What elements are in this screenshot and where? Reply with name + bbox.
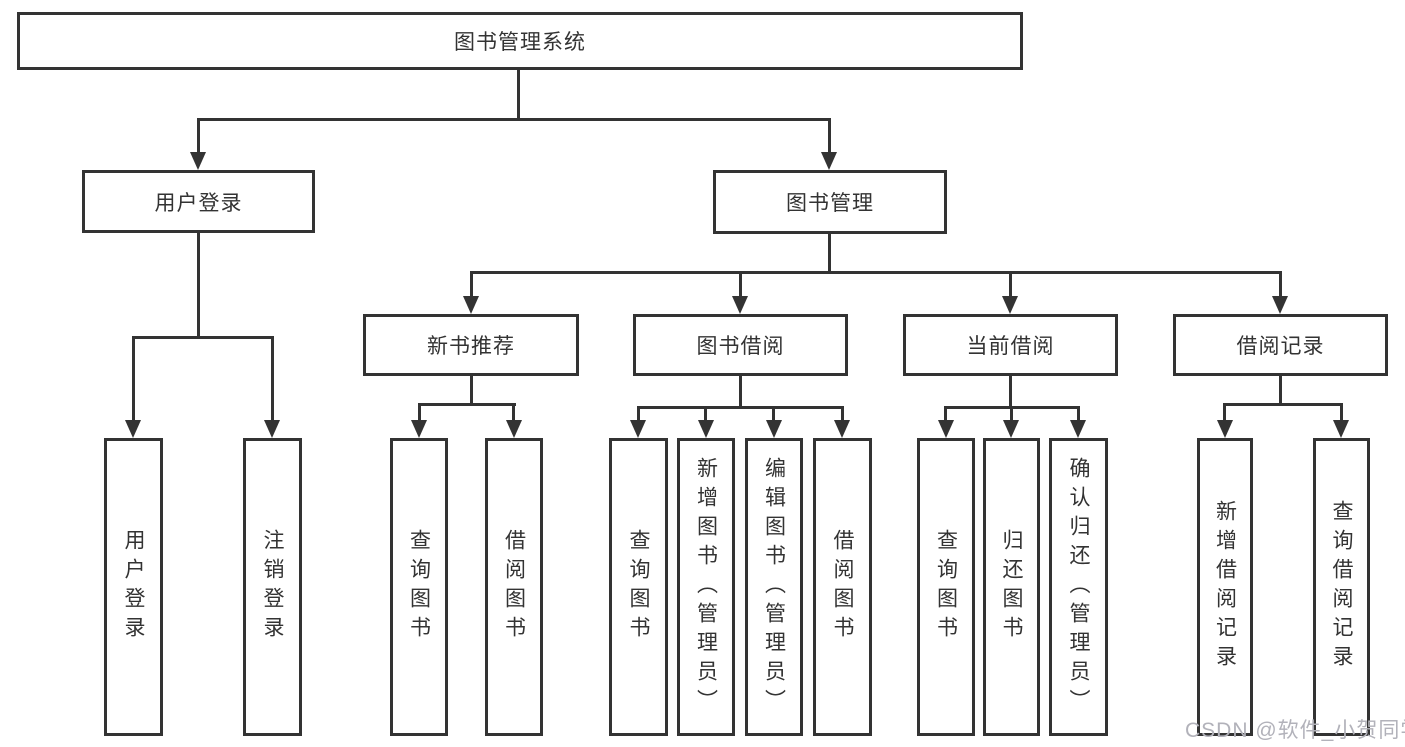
node-current-borrow-label: 当前借阅 bbox=[966, 335, 1055, 358]
arrow-book-mgmt bbox=[821, 152, 837, 170]
connector-user-login-stem bbox=[197, 233, 200, 336]
node-user-login-label: 用户登录 bbox=[154, 191, 243, 215]
connector-drop-leaf-logout bbox=[271, 336, 274, 422]
leaf-logout-label: 注销登录 bbox=[261, 529, 284, 645]
csdn-watermark: CSDN @软件_小贺同学 bbox=[1185, 719, 1405, 742]
connector-drop-br-add bbox=[1223, 403, 1226, 422]
leaf-nb-query-book: 查询图书 bbox=[390, 438, 448, 736]
connector-drop-bb-borrow bbox=[841, 406, 844, 422]
arrow-nb-query bbox=[411, 420, 427, 438]
node-root-library-system: 图书管理系统 bbox=[17, 12, 1023, 70]
leaf-nb-borrow-book: 借阅图书 bbox=[485, 438, 543, 736]
leaf-cb-query-book: 查询图书 bbox=[917, 438, 975, 736]
leaf-cb-return-book: 归还图书 bbox=[983, 438, 1040, 736]
node-current-borrow: 当前借阅 bbox=[903, 314, 1118, 376]
node-book-borrow: 图书借阅 bbox=[633, 314, 848, 376]
node-new-book-recommend: 新书推荐 bbox=[363, 314, 579, 376]
node-borrow-record-label: 借阅记录 bbox=[1236, 335, 1325, 358]
leaf-cb-confirm-return-admin-label: 确认归还（管理员） bbox=[1067, 456, 1090, 718]
leaf-bb-edit-book-admin-label: 编辑图书（管理员） bbox=[762, 456, 786, 718]
leaf-bb-add-book-admin-label: 新增图书（管理员） bbox=[694, 456, 718, 718]
arrow-current-borrow bbox=[1002, 296, 1018, 314]
arrow-bb-add bbox=[698, 420, 714, 438]
leaf-cb-return-book-label: 归还图书 bbox=[1000, 529, 1023, 645]
connector-book-mgmt-stem bbox=[828, 234, 831, 271]
connector-new-book-rail bbox=[418, 403, 516, 406]
connector-drop-cb-return bbox=[1010, 406, 1013, 422]
arrow-br-query bbox=[1333, 420, 1349, 438]
connector-book-borrow-rail bbox=[637, 406, 844, 409]
leaf-nb-query-book-label: 查询图书 bbox=[407, 529, 431, 645]
connector-root-stem bbox=[517, 70, 520, 118]
arrow-br-add bbox=[1217, 420, 1233, 438]
leaf-br-query-record-label: 查询借阅记录 bbox=[1330, 500, 1353, 674]
connector-drop-leaf-login bbox=[132, 336, 135, 422]
arrow-new-book bbox=[463, 296, 479, 314]
connector-new-book-stem bbox=[470, 376, 473, 403]
connector-book-borrow-stem bbox=[739, 376, 742, 406]
arrow-leaf-logout bbox=[264, 420, 280, 438]
connector-drop-borrow-record bbox=[1279, 271, 1282, 298]
arrow-bb-query bbox=[630, 420, 646, 438]
connector-current-borrow-stem bbox=[1009, 376, 1012, 406]
node-book-borrow-label: 图书借阅 bbox=[696, 335, 785, 358]
arrow-leaf-login bbox=[125, 420, 141, 438]
connector-drop-user-login bbox=[197, 118, 200, 154]
connector-drop-cb-confirm bbox=[1077, 406, 1080, 422]
arrow-nb-borrow bbox=[506, 420, 522, 438]
leaf-user-login-label: 用户登录 bbox=[122, 529, 145, 645]
connector-drop-nb-query bbox=[418, 403, 421, 422]
leaf-bb-query-book-label: 查询图书 bbox=[627, 529, 650, 645]
connector-borrow-record-rail bbox=[1223, 403, 1343, 406]
leaf-bb-edit-book-admin: 编辑图书（管理员） bbox=[745, 438, 803, 736]
connector-drop-bb-query bbox=[637, 406, 640, 422]
connector-borrow-record-stem bbox=[1279, 376, 1282, 403]
connector-drop-nb-borrow bbox=[512, 403, 515, 422]
connector-drop-cb-query bbox=[944, 406, 947, 422]
node-user-login: 用户登录 bbox=[82, 170, 315, 233]
leaf-bb-query-book: 查询图书 bbox=[609, 438, 668, 736]
arrow-borrow-record bbox=[1272, 296, 1288, 314]
arrow-bb-edit bbox=[766, 420, 782, 438]
connector-drop-current-borrow bbox=[1009, 271, 1012, 298]
connector-drop-new-book bbox=[470, 271, 473, 298]
connector-book-mgmt-rail bbox=[470, 271, 1281, 274]
arrow-cb-confirm bbox=[1070, 420, 1086, 438]
node-new-book-recommend-label: 新书推荐 bbox=[427, 335, 515, 358]
connector-drop-book-borrow bbox=[739, 271, 742, 298]
leaf-br-add-record: 新增借阅记录 bbox=[1197, 438, 1253, 736]
leaf-nb-borrow-book-label: 借阅图书 bbox=[502, 529, 526, 645]
leaf-logout: 注销登录 bbox=[243, 438, 302, 736]
node-root-label: 图书管理系统 bbox=[454, 31, 586, 54]
leaf-br-add-record-label: 新增借阅记录 bbox=[1213, 500, 1237, 674]
arrow-cb-return bbox=[1003, 420, 1019, 438]
leaf-cb-query-book-label: 查询图书 bbox=[934, 529, 958, 645]
arrow-cb-query bbox=[938, 420, 954, 438]
leaf-br-query-record: 查询借阅记录 bbox=[1313, 438, 1370, 736]
node-book-management: 图书管理 bbox=[713, 170, 947, 234]
connector-drop-bb-add bbox=[704, 406, 707, 422]
node-borrow-record: 借阅记录 bbox=[1173, 314, 1388, 376]
node-book-management-label: 图书管理 bbox=[786, 192, 874, 215]
arrow-user-login bbox=[190, 152, 206, 170]
connector-drop-br-query bbox=[1340, 403, 1343, 422]
connector-drop-bb-edit bbox=[772, 406, 775, 422]
arrow-book-borrow bbox=[732, 296, 748, 314]
leaf-bb-borrow-book: 借阅图书 bbox=[813, 438, 872, 736]
connector-root-rail bbox=[197, 118, 831, 121]
leaf-user-login: 用户登录 bbox=[104, 438, 163, 736]
leaf-cb-confirm-return-admin: 确认归还（管理员） bbox=[1049, 438, 1108, 736]
leaf-bb-borrow-book-label: 借阅图书 bbox=[831, 529, 854, 645]
arrow-bb-borrow bbox=[834, 420, 850, 438]
connector-user-login-rail bbox=[132, 336, 274, 339]
connector-drop-book-mgmt bbox=[828, 118, 831, 154]
leaf-bb-add-book-admin: 新增图书（管理员） bbox=[677, 438, 735, 736]
